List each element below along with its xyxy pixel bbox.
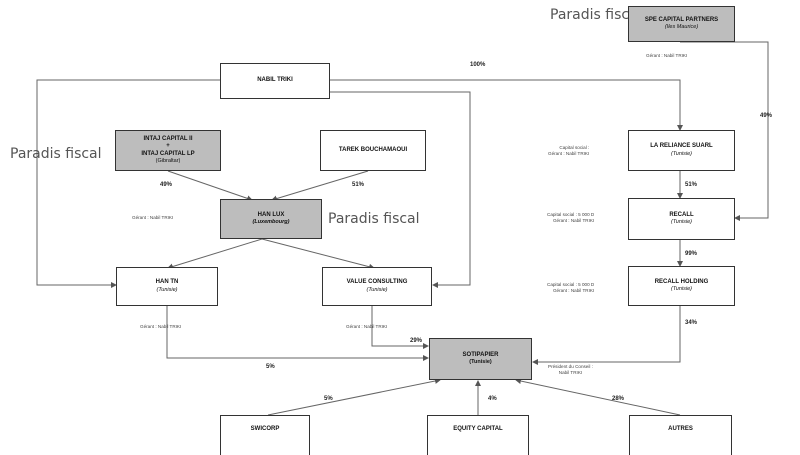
pct-hantn-sotipapier: 5% [266, 364, 275, 370]
edge-nabil-hantn [36, 79, 220, 288]
pct-reliance-recall: 51% [685, 182, 698, 188]
edge-tarek-hanlux [271, 170, 369, 202]
edge-nabil-value [330, 91, 471, 288]
tax-haven-label-intaj: Paradis fiscal [10, 146, 102, 162]
pct-spe-recall: 49% [760, 113, 773, 119]
pct-holding-sotipapier: 34% [685, 320, 698, 326]
edge-nabil-reliance [330, 79, 683, 131]
pct-nabil-reliance: 100% [470, 62, 486, 68]
entity-tarek-bouchamaoui: TAREK BOUCHAMAOUI [320, 130, 426, 171]
reliance-capital-note: Capital social : Gérant : Nabil TRIKI [548, 145, 590, 157]
entity-spe-capital-partners: SPE CAPITAL PARTNERS (Iles Maurice) [628, 6, 735, 42]
recall-capital-note: Capital social : 5 000 D Gérant : Nabil … [547, 212, 595, 224]
edge-hanlux-hantn [167, 238, 263, 270]
edge-swicorp-sotipapier [267, 378, 441, 416]
edge-hantn-sotipapier [166, 306, 429, 361]
pct-autres-sotipapier: 28% [612, 396, 625, 402]
pct-intaj-hanlux: 49% [160, 182, 173, 188]
entity-swicorp: SWICORP [220, 415, 310, 455]
entity-la-reliance: LA RELIANCE SUARL (Tunisie) [628, 130, 735, 171]
entity-value-consulting: VALUE CONSULTING (Tunisie) [322, 267, 432, 306]
edge-value-sotipapier [371, 306, 429, 349]
holding-capital-note: Capital social : 5 000 D Gérant : Nabil … [547, 282, 595, 294]
pct-value-sotipapier: 29% [410, 338, 423, 344]
hantn-manager-note: Gérant : Nabil TRIKI [140, 324, 182, 329]
entity-han-lux: HAN LUX (Luxembourg) [220, 199, 322, 239]
edge-intaj-hanlux [167, 170, 253, 202]
entity-han-tn: HAN TN (Tunisie) [116, 267, 218, 306]
value-manager-note: Gérant : Nabil TRIKI [346, 324, 388, 329]
edge-spe-recall [680, 41, 769, 221]
entity-recall: RECALL (Tunisie) [628, 198, 735, 240]
entity-recall-holding: RECALL HOLDING (Tunisie) [628, 266, 735, 306]
edge-hanlux-value [261, 238, 375, 270]
entity-nabil-triki: NABIL TRIKI [220, 63, 330, 99]
tax-haven-label-spe: Paradis fiscal [550, 7, 642, 23]
entity-autres: AUTRES [629, 415, 732, 455]
pct-swicorp-sotipapier: 5% [324, 396, 333, 402]
hanlux-manager-note: Gérant : Nabil TRIKI [132, 215, 174, 220]
edge-autres-sotipapier [515, 378, 681, 416]
pct-recall-holding: 99% [685, 251, 698, 257]
entity-equity-capital: EQUITY CAPITAL [427, 415, 529, 455]
spe-manager-note: Gérant : Nabil TRIKI [646, 53, 688, 58]
entity-intaj-capital: INTAJ CAPITAL II + INTAJ CAPITAL LP (Gib… [115, 130, 221, 171]
pct-tarek-hanlux: 51% [352, 182, 365, 188]
entity-sotipapier: SOTIPAPIER (Tunisie) [429, 338, 532, 380]
pct-equity-sotipapier: 4% [488, 396, 497, 402]
sotipapier-president-note: Président du Conseil : Nabil TRIKI [548, 364, 593, 376]
edge-holding-sotipapier [532, 306, 681, 365]
tax-haven-label-hanlux: Paradis fiscal [328, 211, 420, 227]
